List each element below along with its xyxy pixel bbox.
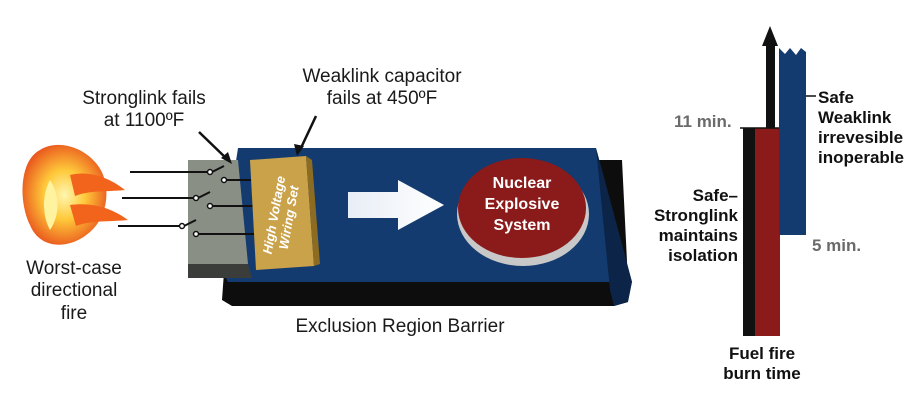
weaklink-time-bar bbox=[779, 48, 806, 235]
stronglink-fails-label: Stronglink fails at 1100ºF bbox=[82, 88, 206, 132]
high-voltage-wiring-set bbox=[250, 156, 314, 270]
nuclear-system-label: Nuclear Explosive System bbox=[484, 175, 560, 234]
switch-contacts bbox=[118, 165, 258, 235]
time-5-label: 5 min. bbox=[812, 236, 862, 255]
weaklink-fails-label: Weaklink capacitor fails at 450ºF bbox=[302, 66, 462, 110]
stronglink-time-bar bbox=[743, 128, 755, 336]
fuel-fire-bar bbox=[755, 128, 780, 336]
safe-weaklink-label: Safe Weaklink irrevesible inoperable bbox=[818, 88, 904, 168]
safe-stronglink-label: Safe– Stronglink maintains isolation bbox=[653, 186, 738, 266]
flow-arrow-icon bbox=[348, 180, 444, 230]
fire-icon bbox=[22, 144, 128, 245]
stronglink-switch-block bbox=[188, 160, 248, 264]
fire-label: Worst-case directional fire bbox=[26, 258, 122, 324]
up-arrow-icon bbox=[762, 26, 778, 46]
weaklink-pointer bbox=[298, 115, 318, 151]
up-arrow-stem bbox=[766, 38, 775, 128]
fuel-fire-label: Fuel fire burn time bbox=[723, 344, 801, 384]
stronglink-pointer bbox=[198, 131, 229, 161]
nuclear-explosive-system bbox=[458, 158, 586, 258]
barrier-label: Exclusion Region Barrier bbox=[295, 316, 505, 337]
time-11-label: 11 min. bbox=[674, 112, 732, 131]
